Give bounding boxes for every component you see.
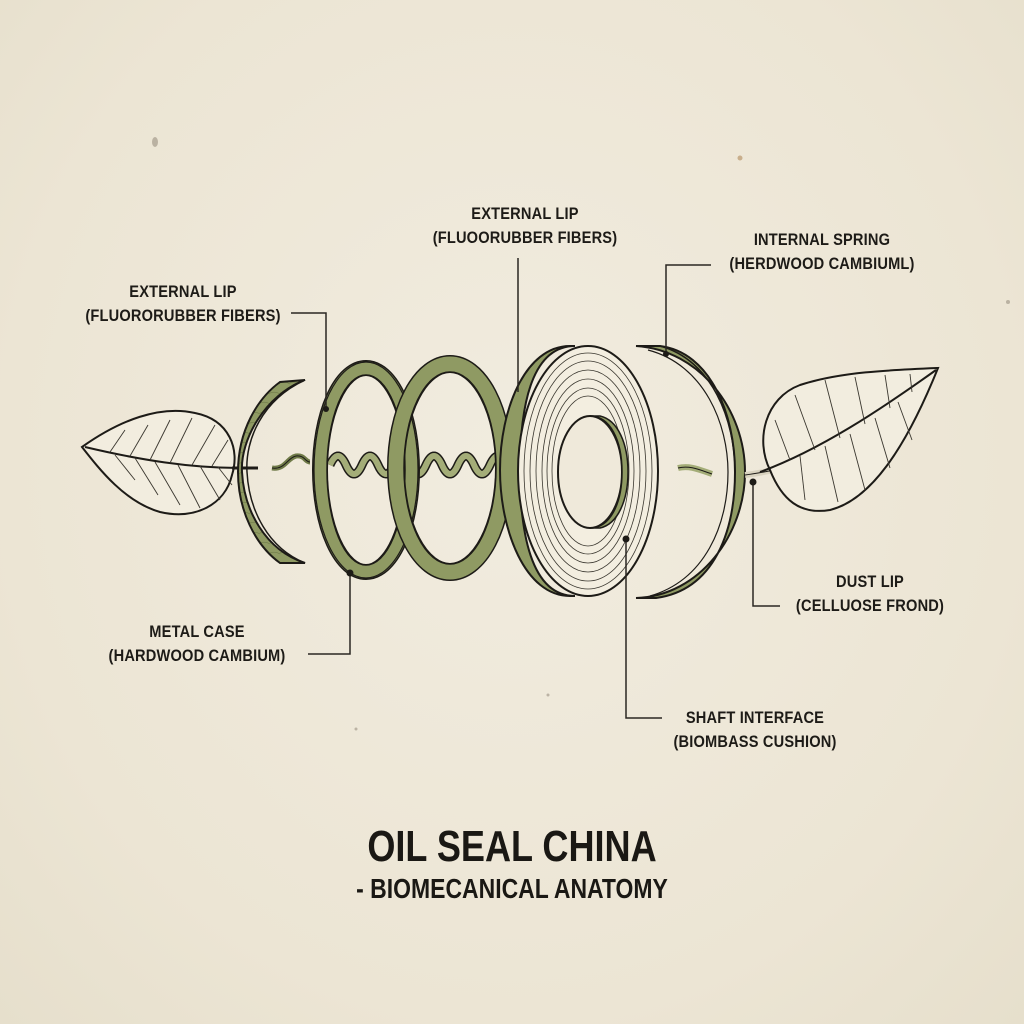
label-title: METAL CASE bbox=[149, 622, 245, 641]
paper-speckles bbox=[152, 137, 1010, 731]
leader-dots bbox=[323, 351, 757, 577]
label-material: (CELLUOSE FROND) bbox=[795, 596, 945, 615]
label-material: (FLUORORUBBER FIBERS) bbox=[85, 306, 281, 325]
right-crescent-lip bbox=[635, 345, 747, 599]
label-material: (HARDWOOD CAMBIUM) bbox=[108, 646, 286, 665]
label-title: DUST LIP bbox=[836, 572, 904, 591]
label-internal-spring: INTERNAL SPRING (HERDWOOD CAMBIUML) bbox=[715, 228, 930, 276]
label-material: (BIOMBASS CUSHION) bbox=[673, 732, 837, 751]
diagram-title: OIL SEAL CHINA bbox=[367, 822, 657, 871]
leader-internal-spring bbox=[665, 264, 711, 352]
leader-lines bbox=[291, 258, 780, 719]
connector-squiggle bbox=[271, 453, 311, 471]
label-title: EXTERNAL LIP bbox=[129, 282, 237, 301]
wooden-ring bbox=[498, 345, 659, 597]
label-dust-lip: DUST LIP (CELLUOSE FROND) bbox=[771, 570, 969, 618]
label-external-lip-left: EXTERNAL LIP (FLUORORUBBER FIBERS) bbox=[76, 280, 291, 328]
label-metal-case: METAL CASE (HARDWOOD CAMBIUM) bbox=[90, 620, 305, 668]
right-leaf-icon bbox=[759, 366, 940, 512]
diagram-subtitle: - BIOMECANICAL ANATOMY bbox=[356, 873, 668, 904]
label-title: INTERNAL SPRING bbox=[753, 230, 891, 249]
left-leaf-icon bbox=[80, 409, 241, 516]
label-material: (FLUOORUBBER FIBERS) bbox=[432, 228, 618, 247]
label-title: SHAFT INTERFACE bbox=[685, 708, 825, 727]
leader-shaft-interface bbox=[625, 540, 662, 719]
label-material: (HERDWOOD CAMBIUML) bbox=[729, 254, 915, 273]
first-ring bbox=[312, 360, 420, 580]
label-title: EXTERNAL LIP bbox=[471, 204, 579, 223]
coil-spring-icon bbox=[325, 451, 527, 479]
left-crescent-lip bbox=[236, 379, 306, 564]
leader-dust-lip bbox=[752, 482, 780, 607]
label-external-lip-top: EXTERNAL LIP (FLUOORUBBER FIBERS) bbox=[418, 202, 633, 250]
label-shaft-interface: SHAFT INTERFACE (BIOMBASS CUSHION) bbox=[652, 706, 858, 754]
diagram-title-block: OIL SEAL CHINA - BIOMECANICAL ANATOMY bbox=[0, 822, 1024, 906]
leader-metal-case bbox=[308, 573, 351, 655]
ring-face-growth-lines bbox=[523, 352, 653, 590]
leader-external-lip-left bbox=[291, 312, 327, 408]
